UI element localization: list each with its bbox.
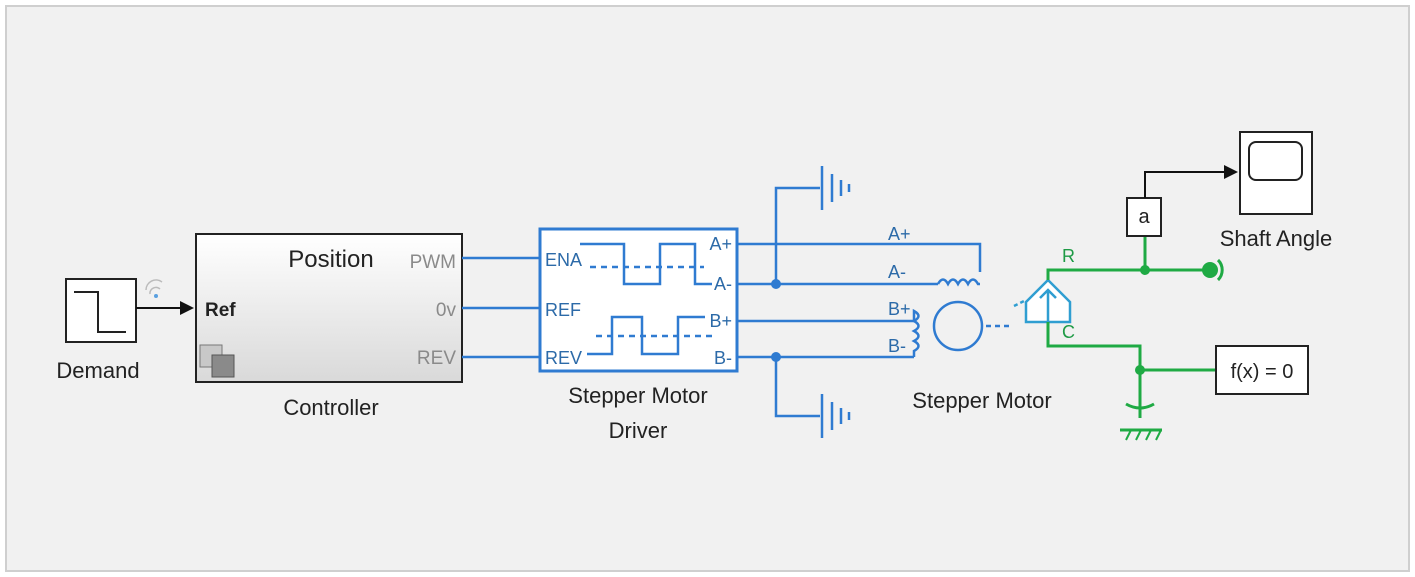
signal-arrow-scope	[1224, 165, 1238, 179]
driver-label-line1: Stepper Motor	[568, 383, 707, 408]
electrical-connections-motor	[737, 186, 982, 418]
motor-block[interactable]	[911, 278, 1010, 358]
driver-port-b-plus: B+	[709, 311, 732, 331]
motor-port-b-minus: B-	[888, 336, 906, 356]
controller-port-ref: Ref	[205, 300, 236, 321]
signal-logging-icon	[145, 279, 163, 295]
junction-lower	[771, 352, 781, 362]
step-signal-icon	[74, 291, 126, 333]
scope-block[interactable]	[1239, 131, 1313, 215]
driver-port-a-minus: A-	[714, 274, 732, 294]
demand-label: Demand	[56, 358, 139, 383]
scope-icon	[1248, 141, 1303, 181]
signal-line-scope	[1144, 171, 1224, 198]
solver-block[interactable]	[1215, 345, 1309, 395]
motion-sensor-icon	[1013, 278, 1072, 324]
controller-title: Position	[288, 246, 373, 273]
driver-port-rev: REV	[545, 348, 582, 368]
electrical-connections-controller	[462, 256, 540, 359]
electrical-ground-icon-lower	[820, 394, 851, 438]
motor-label: Stepper Motor	[912, 388, 1051, 413]
controller-port-0v: 0v	[436, 300, 457, 321]
controller-block[interactable]	[195, 233, 463, 383]
motor-coil-icon	[911, 278, 1010, 357]
pulse-waveform-icon	[580, 242, 712, 356]
driver-port-ena: ENA	[545, 250, 582, 270]
scope-label: Shaft Angle	[1220, 226, 1333, 251]
driver-label-line2: Driver	[609, 418, 668, 443]
mech-junction-c	[1135, 365, 1145, 375]
solver-label: f(x) = 0	[1231, 361, 1294, 383]
gain-label: a	[1138, 206, 1150, 228]
sensor-block[interactable]	[1013, 278, 1072, 324]
gain-block[interactable]	[1126, 197, 1162, 237]
subsystem-icon	[199, 344, 235, 378]
rotational-port-icon	[1202, 258, 1224, 282]
junction-upper	[771, 279, 781, 289]
driver-port-a-plus: A+	[709, 234, 732, 254]
mechanical-connections	[1046, 236, 1216, 418]
mech-junction-r	[1140, 265, 1150, 275]
electrical-ground-icon	[820, 166, 851, 210]
mechanical-reference-icon	[1120, 402, 1162, 441]
driver-port-ref: REF	[545, 300, 581, 320]
driver-port-b-minus: B-	[714, 348, 732, 368]
signal-arrow-demand	[180, 301, 194, 315]
controller-label: Controller	[283, 395, 378, 420]
sensor-port-c: C	[1062, 322, 1075, 342]
motor-port-a-minus: A-	[888, 262, 906, 282]
controller-port-pwm: PWM	[410, 252, 456, 273]
motor-port-a-plus: A+	[888, 224, 911, 244]
controller-port-rev: REV	[417, 348, 456, 369]
sensor-port-r: R	[1062, 246, 1075, 266]
motor-port-b-plus: B+	[888, 299, 911, 319]
demand-block[interactable]	[65, 278, 137, 343]
driver-block[interactable]	[538, 227, 739, 373]
